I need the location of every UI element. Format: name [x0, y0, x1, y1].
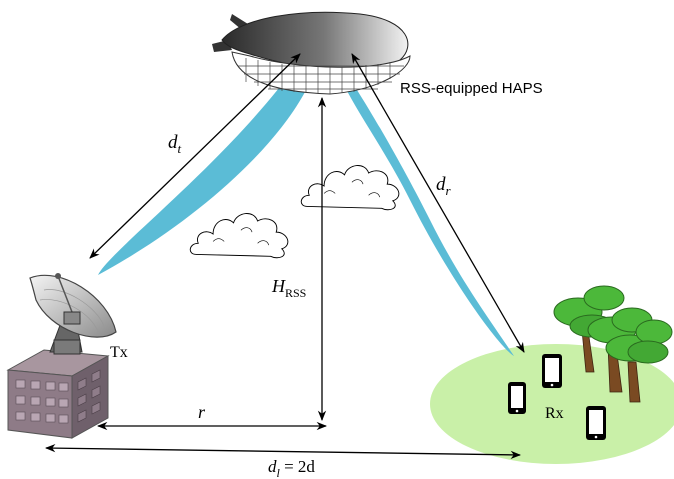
satellite-dish-icon [29, 273, 117, 355]
dl-label: dl = 2d [268, 457, 315, 479]
tree-icon [553, 285, 625, 373]
beam-to-rx [336, 62, 514, 356]
airship-icon [212, 11, 411, 95]
dl-arrow [44, 443, 522, 460]
dr-label: dr [436, 174, 452, 198]
mobile-phone-icon [586, 406, 606, 440]
dr-arrow [351, 53, 525, 353]
building-icon [6, 349, 110, 439]
dt-label: dt [168, 132, 182, 156]
cloud-icon [300, 165, 400, 211]
dt-arrow [89, 53, 301, 259]
mobile-phone-icon [542, 354, 562, 388]
r-label: r [198, 402, 206, 422]
tx-label: Tx [110, 344, 128, 361]
haps-label: RSS-equipped HAPS [400, 80, 543, 97]
mobile-phone-icon [508, 382, 526, 414]
rx-label: Rx [545, 405, 564, 422]
cloud-icon [189, 213, 289, 259]
tree-icon [605, 319, 673, 403]
hrss-label: HRSS [271, 276, 306, 300]
